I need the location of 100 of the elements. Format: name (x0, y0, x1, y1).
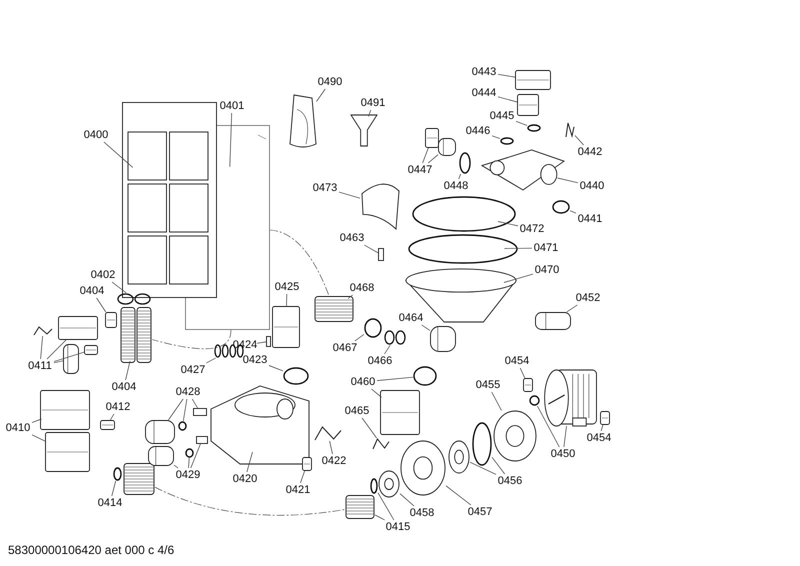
o-ring-drawing (113, 467, 122, 481)
leader-line (374, 514, 386, 520)
callout-number: 0490 (318, 76, 342, 88)
back-plate-drawing (185, 125, 270, 330)
callout-number: 0410 (6, 422, 30, 434)
leader-line (188, 458, 190, 468)
callout-number: 0468 (350, 282, 374, 294)
clip-drawing (302, 457, 312, 471)
callout-number: 0414 (98, 498, 122, 508)
o-ring-drawing (117, 293, 151, 305)
callout-number: 0458 (410, 508, 434, 518)
callout-number: 0454 (504, 356, 530, 366)
wire-clip-drawing (33, 326, 53, 336)
callout-number: 0447 (408, 164, 432, 176)
leader-line (192, 398, 198, 408)
leader-line (421, 324, 430, 331)
callout-number: 0441 (578, 214, 602, 224)
pipe-drawing (430, 326, 456, 352)
leader-line (96, 298, 106, 312)
callout-number: 0415 (386, 522, 410, 532)
pump-housing-drawing (400, 440, 446, 496)
callout-number: 0454 (586, 432, 612, 444)
leader-line (557, 178, 578, 184)
clip-drawing (425, 128, 439, 148)
leader-line (422, 148, 429, 164)
leader-line (491, 392, 502, 411)
o-ring-drawing (413, 366, 437, 386)
hose-drawing (120, 307, 152, 363)
leader-line (316, 88, 326, 102)
callout-number: 0455 (476, 380, 500, 390)
callout-number: 0446 (466, 126, 490, 136)
connector-drawing (517, 94, 539, 116)
screw-drawing (196, 436, 208, 444)
callout-number: 0460 (350, 376, 376, 388)
funnel-drawing (350, 113, 378, 147)
callout-number: 0472 (520, 224, 544, 234)
callout-number: 0465 (344, 406, 370, 416)
hose-drawing (123, 463, 155, 495)
leader-line (371, 388, 382, 398)
dosing-panel-drawing (122, 102, 217, 298)
callout-number: 0423 (242, 354, 268, 366)
leader-line (504, 274, 534, 283)
leader-line (190, 444, 201, 468)
cap-drawing (515, 70, 551, 90)
leader-line (564, 426, 567, 448)
leader-line (498, 221, 518, 226)
leader-line (362, 418, 377, 438)
callout-number: 0448 (444, 180, 468, 192)
leader-line (32, 434, 46, 442)
callout-number: 0425 (274, 282, 300, 292)
container-drawing (210, 385, 310, 465)
assembly-line (154, 486, 346, 516)
callout-number: 0404 (80, 286, 104, 296)
leader-line (458, 174, 462, 180)
screw-drawing (266, 336, 271, 347)
ring-drawing (412, 196, 516, 232)
callout-number: 0402 (90, 270, 116, 280)
callout-number: 0470 (534, 264, 560, 276)
assembly-line (152, 330, 232, 350)
seal-set-drawing (384, 330, 406, 345)
leader-line (229, 112, 232, 168)
leader-line (364, 244, 378, 254)
leader-line (520, 368, 526, 378)
callout-number: 0422 (322, 456, 346, 466)
drawing-number: 58300000106420 aet 000 c 4/6 (8, 542, 174, 559)
callout-number: 0471 (534, 242, 558, 254)
leader-line (492, 135, 500, 139)
manifold-drawing (480, 148, 566, 192)
leader-line (516, 120, 528, 126)
leader-line (125, 360, 130, 380)
leader-line (174, 464, 178, 468)
leader-line (46, 340, 66, 360)
leader-line (32, 418, 42, 423)
seal-ring-drawing (408, 234, 518, 264)
callout-number: 0452 (576, 292, 600, 304)
hose-drawing (345, 495, 375, 519)
leader-line (492, 456, 506, 474)
callout-number: 0421 (286, 484, 310, 496)
callout-number: 0401 (220, 100, 244, 112)
dispenser-head-drawing (58, 316, 98, 340)
leader-line (570, 210, 576, 214)
callout-number: 0466 (368, 356, 392, 366)
screw-drawing (378, 248, 384, 261)
callout-number: 0456 (498, 476, 522, 486)
leader-line (54, 360, 64, 364)
callout-number: 0450 (550, 448, 576, 460)
callout-number: 0443 (472, 66, 496, 78)
leader-line (384, 344, 391, 354)
leader-line (504, 248, 532, 249)
callout-number: 0457 (468, 506, 492, 518)
clip-drawing (600, 411, 610, 425)
impeller-drawing (448, 440, 470, 474)
jug-drawing (288, 92, 318, 150)
hose-drawing (314, 296, 354, 322)
leader-line (574, 135, 584, 146)
leader-line (338, 192, 360, 199)
assembly-line (270, 230, 330, 296)
callout-number: 0467 (332, 342, 358, 354)
valve-block-drawing (45, 432, 90, 472)
plug-drawing (438, 138, 456, 156)
